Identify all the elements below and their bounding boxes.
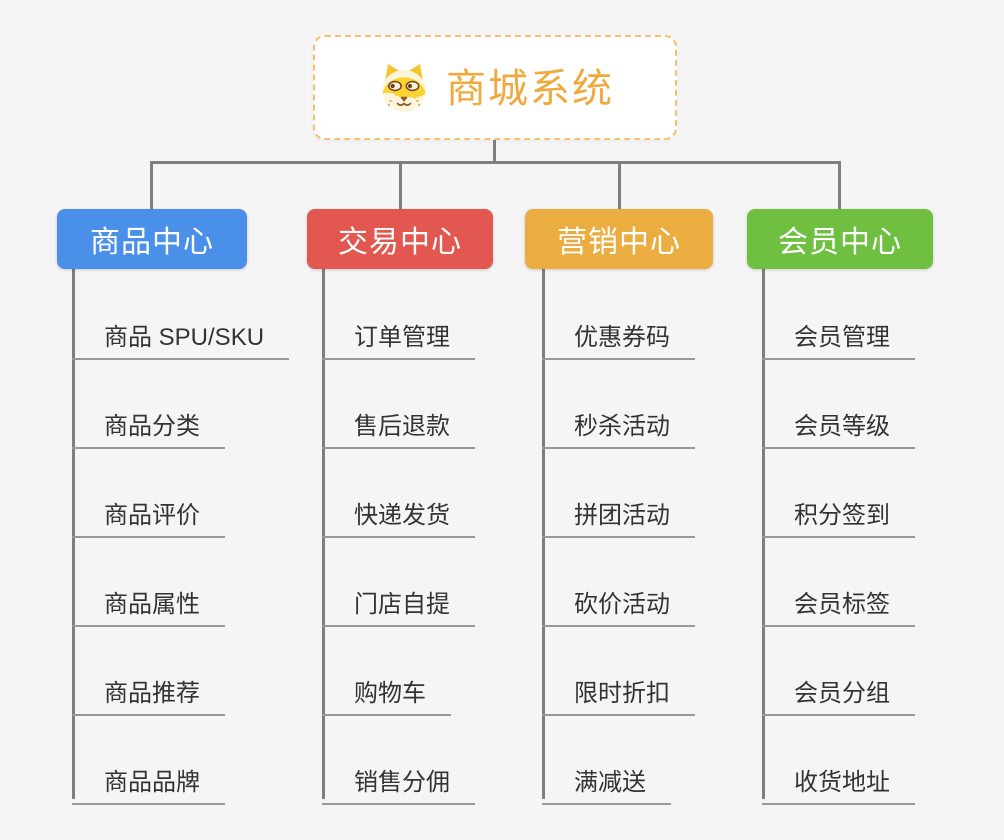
leaf-node[interactable]: 会员标签	[762, 576, 915, 627]
connector-bus	[150, 161, 841, 164]
connector-drop-trade	[399, 161, 402, 211]
leaf-node[interactable]: 积分签到	[762, 487, 915, 538]
leaf-node[interactable]: 拼团活动	[542, 487, 695, 538]
leaf-node[interactable]: 快递发货	[322, 487, 475, 538]
leaf-node[interactable]: 商品品牌	[72, 754, 225, 805]
leaf-node[interactable]: 订单管理	[322, 309, 475, 360]
leaf-node[interactable]: 会员管理	[762, 309, 915, 360]
connector-root-drop	[493, 139, 496, 163]
branch-marketing-center[interactable]: 营销中心	[525, 209, 713, 269]
connector-trunk-member	[762, 266, 765, 799]
leaf-node[interactable]: 商品评价	[72, 487, 225, 538]
dog-face-icon	[376, 61, 432, 115]
leaf-node[interactable]: 优惠券码	[542, 309, 695, 360]
leaf-node[interactable]: 销售分佣	[322, 754, 475, 805]
root-node[interactable]: 商城系统	[313, 35, 677, 140]
leaf-node[interactable]: 收货地址	[762, 754, 915, 805]
connector-drop-marketing	[618, 161, 621, 211]
leaf-node[interactable]: 商品分类	[72, 398, 225, 449]
root-title: 商城系统	[446, 66, 614, 111]
branch-trade-center[interactable]: 交易中心	[307, 209, 493, 269]
leaf-node[interactable]: 售后退款	[322, 398, 475, 449]
branch-member-center[interactable]: 会员中心	[747, 209, 933, 269]
connector-drop-member	[838, 161, 841, 211]
leaf-node[interactable]: 商品推荐	[72, 665, 225, 716]
connector-trunk-trade	[322, 266, 325, 799]
connector-drop-products	[150, 161, 153, 211]
branch-products-center[interactable]: 商品中心	[57, 209, 247, 269]
leaf-node[interactable]: 限时折扣	[542, 665, 695, 716]
leaf-node[interactable]: 会员等级	[762, 398, 915, 449]
leaf-node[interactable]: 商品 SPU/SKU	[72, 309, 290, 360]
leaf-node[interactable]: 购物车	[322, 665, 451, 716]
connector-trunk-marketing	[542, 266, 545, 799]
leaf-node[interactable]: 秒杀活动	[542, 398, 695, 449]
leaf-node[interactable]: 商品属性	[72, 576, 225, 627]
leaf-node[interactable]: 门店自提	[322, 576, 475, 627]
leaf-node[interactable]: 满减送	[542, 754, 671, 805]
leaf-node[interactable]: 砍价活动	[542, 576, 695, 627]
leaf-node[interactable]: 会员分组	[762, 665, 915, 716]
connector-trunk-products	[72, 266, 75, 799]
